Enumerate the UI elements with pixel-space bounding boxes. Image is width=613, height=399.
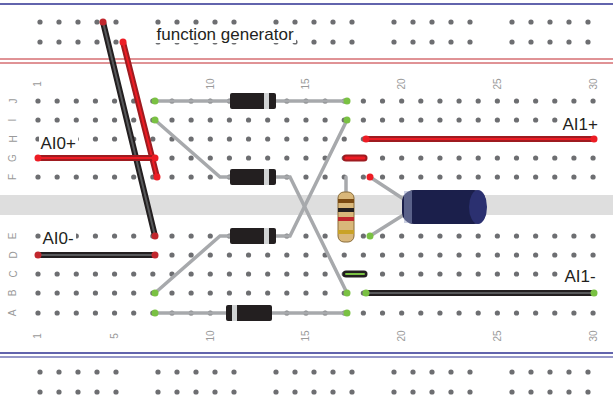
column-number: 15 <box>301 330 311 341</box>
jumper-wire <box>38 22 594 293</box>
rail-line <box>0 59 613 60</box>
diode-symbol <box>226 93 276 321</box>
row-letter: D <box>8 251 18 258</box>
rail-line <box>0 3 613 5</box>
rail-line <box>0 357 613 358</box>
row-letter: E <box>8 233 18 240</box>
board-label: function generator <box>155 26 296 43</box>
rail-line <box>0 352 613 354</box>
column-number: 15 <box>301 78 311 89</box>
wire-end <box>35 19 598 297</box>
column-number: 30 <box>588 78 598 89</box>
capacitor-symbol <box>402 190 487 224</box>
row-letter: C <box>8 270 18 277</box>
column-number: 1 <box>33 333 43 339</box>
component-leads <box>155 101 405 313</box>
resistor-symbol <box>338 192 354 242</box>
column-number: 20 <box>397 330 407 341</box>
row-letter: H <box>8 135 18 142</box>
column-number: 25 <box>492 330 502 341</box>
column-number: 30 <box>588 330 598 341</box>
signal-name: AI0+ <box>39 135 78 152</box>
signal-name: AI0- <box>41 230 76 247</box>
row-letter: F <box>8 174 18 180</box>
row-letter: B <box>8 290 18 297</box>
row-letter: A <box>8 310 18 317</box>
column-number: 1 <box>33 81 43 87</box>
row-letter: I <box>8 119 18 122</box>
row-letter: J <box>8 99 18 104</box>
column-number: 25 <box>492 78 502 89</box>
column-number: 10 <box>205 78 215 89</box>
signal-name: AI1+ <box>561 116 600 133</box>
signal-name: AI1- <box>563 268 598 285</box>
column-number: 10 <box>205 330 215 341</box>
lead-end <box>152 98 374 317</box>
hole-grid <box>35 19 595 394</box>
column-number: 5 <box>109 333 119 339</box>
rail-line <box>0 63 613 64</box>
column-number: 20 <box>397 78 407 89</box>
row-letter: G <box>8 154 18 162</box>
